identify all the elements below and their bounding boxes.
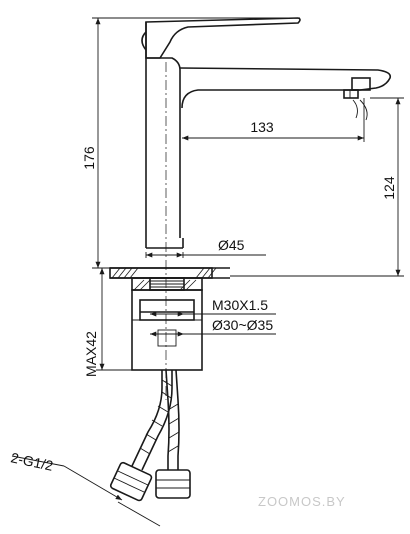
- faucet-body: [141, 17, 392, 249]
- dim-thread: M30X1.5: [212, 297, 268, 313]
- dimension-lines: [11, 17, 404, 527]
- dimension-labels: 176 133 124 Ø45 M30X1.5 Ø30~Ø35 MAX42 2-…: [9, 119, 397, 474]
- dim-body-diameter: Ø45: [218, 237, 245, 253]
- dim-spout-height: 124: [381, 176, 397, 200]
- dim-spout-reach: 133: [250, 119, 274, 135]
- countertop-section: [109, 267, 230, 371]
- dim-height-total: 176: [81, 146, 97, 170]
- watermark: ZOOMOS.BY: [258, 494, 346, 509]
- dim-mount-hole: Ø30~Ø35: [212, 317, 273, 333]
- dim-max-thickness: MAX42: [83, 331, 99, 377]
- dim-hose-thread: 2-G1/2: [9, 449, 54, 474]
- supply-hoses: [109, 369, 191, 502]
